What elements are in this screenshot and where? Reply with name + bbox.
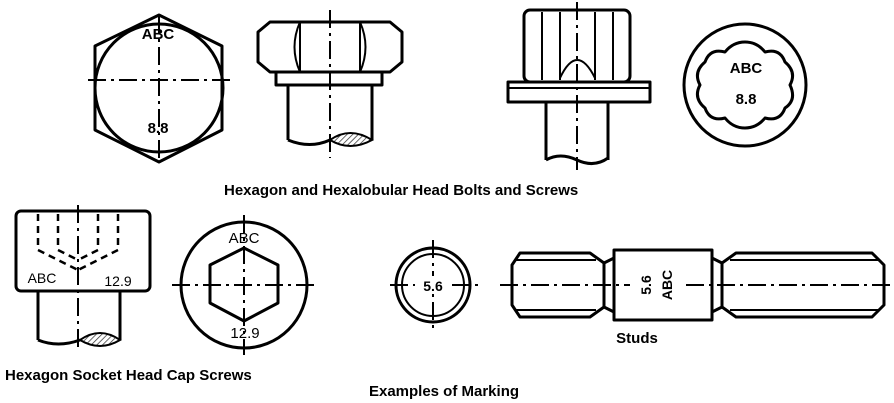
socket-head-side-view: ABC 12.9 <box>14 205 152 350</box>
socket-top-grade-text: 12.9 <box>230 325 259 342</box>
stud-mark-text: ABC <box>659 270 675 300</box>
stud-grade-text: 5.6 <box>638 275 654 295</box>
hexalobular-head-top-view: ABC 8.8 <box>682 22 808 148</box>
socket-top-mark-text: ABC <box>229 230 260 247</box>
hexalobular-mark-text: ABC <box>730 60 763 77</box>
hex-bolts-caption: Hexagon and Hexalobular Head Bolts and S… <box>224 182 578 199</box>
socket-side-grade-text: 12.9 <box>104 273 131 289</box>
hexalobular-grade-text: 8.8 <box>736 91 757 108</box>
socket-side-mark-text: ABC <box>28 270 57 286</box>
hex-top-mark-text: ABC <box>142 26 175 43</box>
hex-top-grade-text: 8.8 <box>148 120 169 137</box>
socket-head-top-view: ABC 12.9 <box>172 215 318 355</box>
stud-side-view: 5.6 ABC <box>500 248 892 322</box>
hexalobular-head-side-view <box>506 2 652 170</box>
hex-head-top-view: ABC 8.8 <box>88 13 230 164</box>
studs-caption: Studs <box>616 330 658 347</box>
small-stud-grade-text: 5.6 <box>423 278 443 294</box>
examples-of-marking-caption: Examples of Marking <box>369 383 519 400</box>
hex-head-side-view <box>256 10 404 158</box>
socket-screws-caption: Hexagon Socket Head Cap Screws <box>5 367 252 384</box>
stud-end-view: 5.6 <box>390 240 478 332</box>
